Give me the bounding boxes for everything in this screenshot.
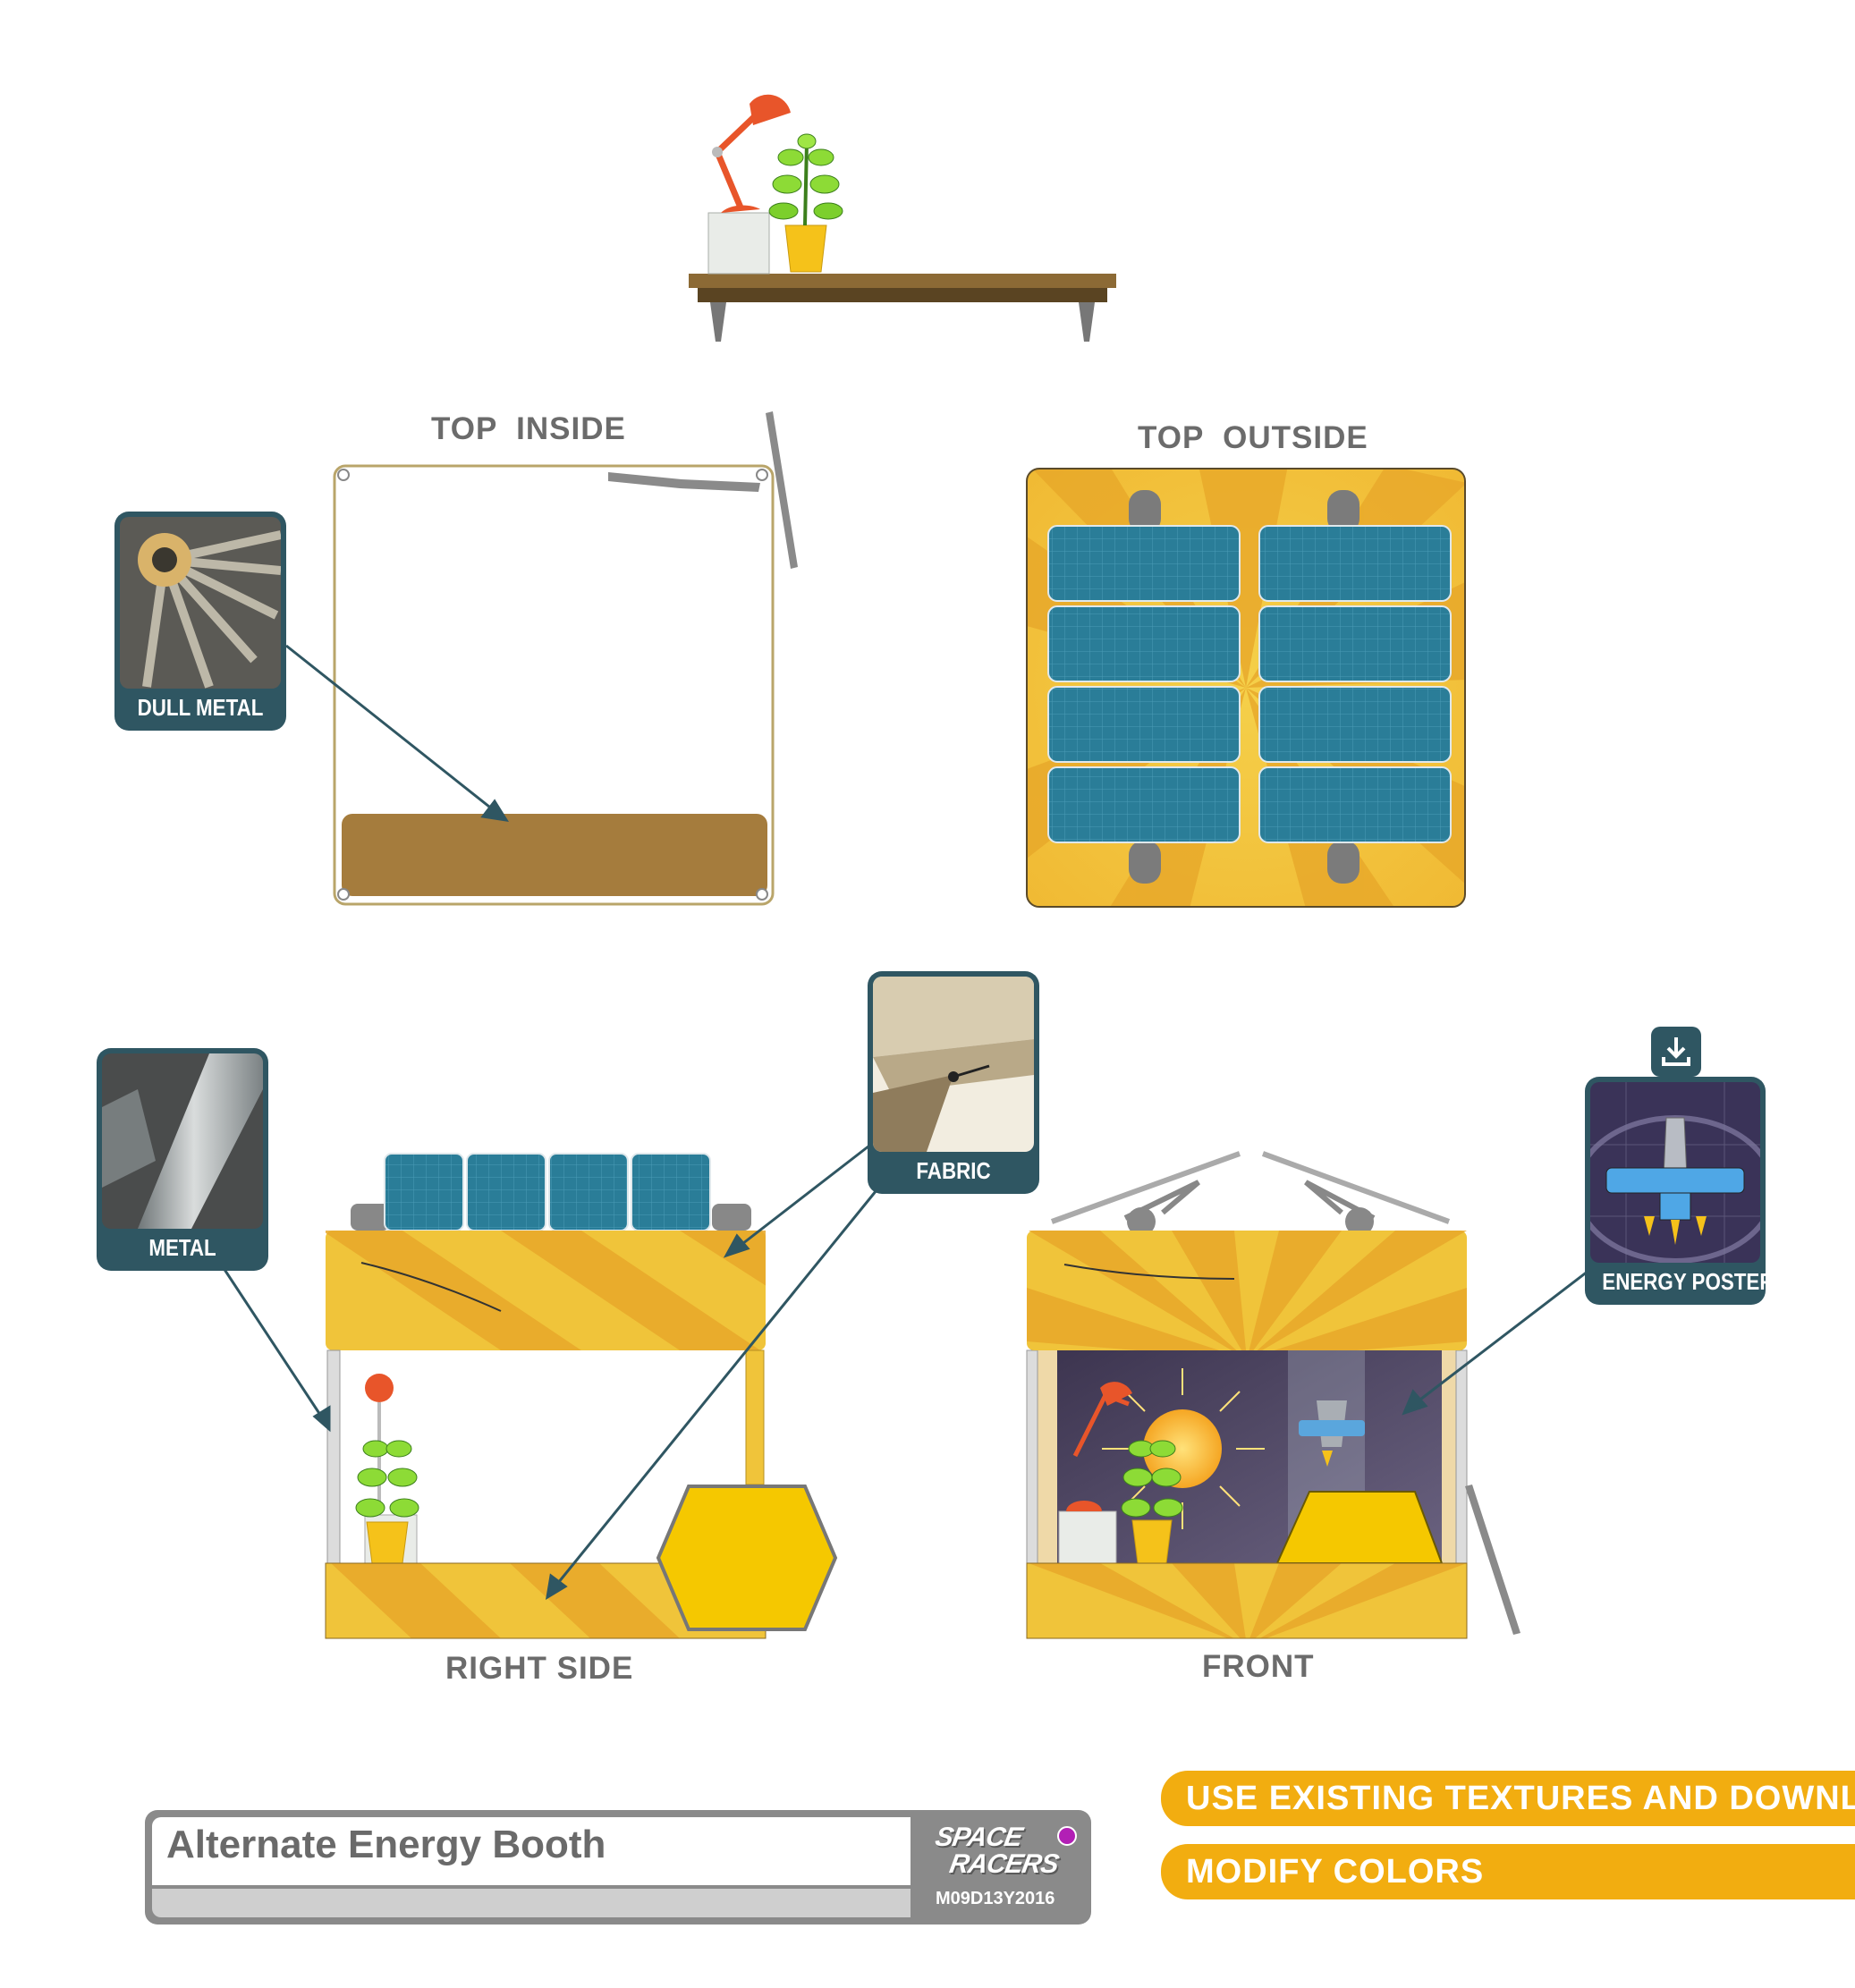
- metal-label: METAL: [148, 1234, 216, 1261]
- leader-arrows: [218, 644, 1593, 1600]
- energy-poster-swatch: ENERGY POSTER: [1585, 1077, 1775, 1305]
- space-racers-logo: SPACE RACERS M09D13Y2016: [923, 1819, 1084, 1917]
- fabric-swatch: FABRIC: [868, 971, 1039, 1194]
- fabric-canopy-photo: [873, 977, 1034, 1152]
- fabric-label: FABRIC: [916, 1157, 991, 1184]
- download-icon[interactable]: [1651, 1027, 1701, 1077]
- energy-poster-label: ENERGY POSTER: [1602, 1268, 1775, 1295]
- top-inside-label: TOP INSIDE: [431, 411, 626, 446]
- logo-line1: SPACE: [933, 1823, 1025, 1852]
- dull-metal-swatch: DULL METAL: [114, 512, 286, 731]
- dull-metal-label: DULL METAL: [137, 694, 264, 721]
- top-outside-label: TOP OUTSIDE: [1138, 420, 1368, 455]
- title-block: Alternate Energy Booth SPACE RACERS M09D…: [145, 1810, 1091, 1925]
- metal-swatch: METAL: [97, 1048, 268, 1271]
- shelf-with-lamp-and-plant: [689, 94, 1116, 342]
- status-dot-icon: [1057, 1826, 1077, 1846]
- title-strip: [152, 1889, 911, 1917]
- spaceship-poster: [1590, 1082, 1760, 1263]
- drawing-date: M09D13Y2016: [936, 1889, 1055, 1908]
- top-outside-view: [1026, 468, 1466, 908]
- title-field: [152, 1817, 911, 1885]
- jet-engine-photo: [120, 517, 281, 689]
- right-side-label: RIGHT SIDE: [445, 1651, 634, 1686]
- top-inside-view: [333, 411, 798, 906]
- right-side-view: [325, 1153, 838, 1639]
- front-view: [1026, 1151, 1520, 1639]
- metal-pipe-photo: [102, 1053, 263, 1229]
- note-textures: USE EXISTING TEXTURES AND DOWNLOAD: [1161, 1771, 1855, 1826]
- note-colors: MODIFY COLORS: [1161, 1844, 1855, 1899]
- logo-line2: RACERS: [947, 1849, 1061, 1879]
- front-label: FRONT: [1202, 1649, 1315, 1684]
- drawing-title: Alternate Energy Booth: [166, 1823, 606, 1866]
